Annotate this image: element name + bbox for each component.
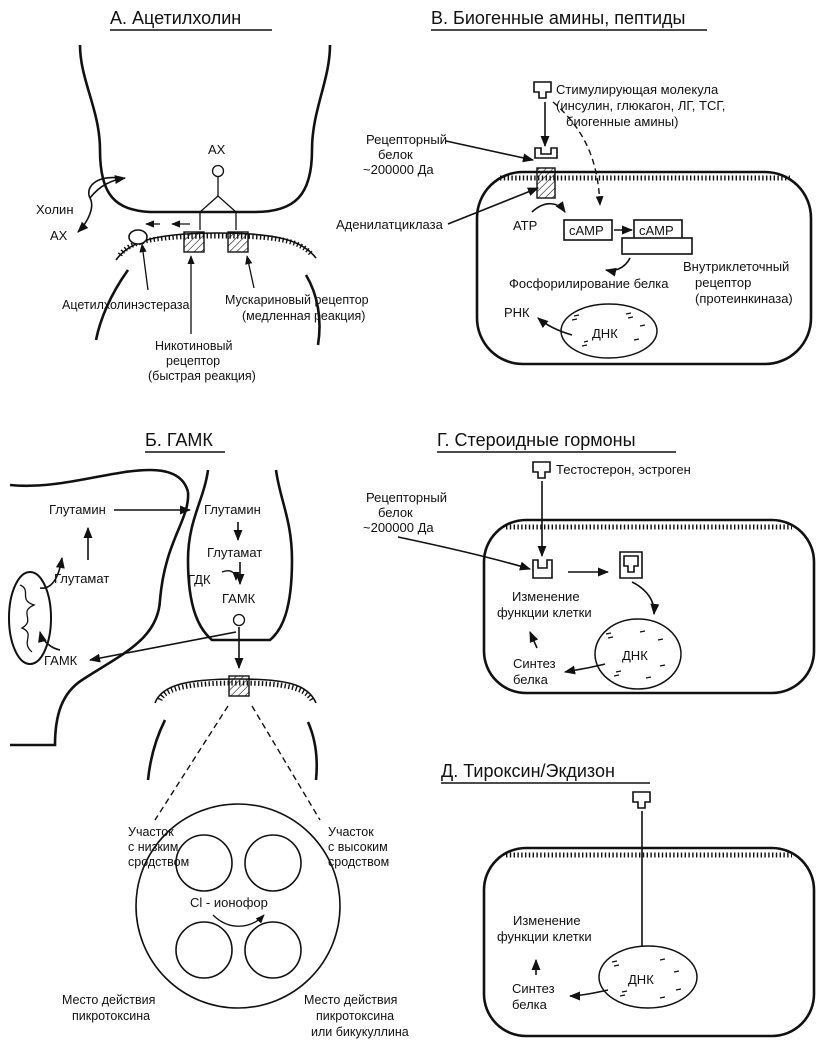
- synth-g-label-1: Синтез: [513, 656, 556, 671]
- gaba-receptor: [228, 675, 250, 697]
- change-g-label-1: Изменение: [512, 589, 580, 604]
- nicotinic-label-1: Никотиновый: [155, 339, 232, 353]
- gaba-right-label: ГАМК: [222, 591, 256, 606]
- intra-label-3: (протеинкиназа): [695, 291, 793, 306]
- panel-g: Г. Стероидные гормоны Тестостерон, эстро…: [363, 430, 816, 695]
- dna-v-label: ДНК: [592, 326, 618, 341]
- cell-g: [482, 518, 816, 695]
- ach-vesicle-label: АХ: [208, 142, 226, 157]
- panel-b: Б. ГАМК Глутамин Глутамин Глутамат Глута…: [8, 430, 409, 1039]
- panel-v-title: В. Биогенные амины, пептиды: [431, 8, 685, 28]
- camp-label-1: cAMP: [569, 223, 604, 238]
- low-affinity-label-2: с низким: [128, 840, 178, 854]
- synth-d-label-1: Синтез: [512, 981, 555, 996]
- low-affinity-site: [175, 834, 233, 892]
- panel-v: В. Биогенные амины, пептиды Стимулирующа…: [336, 8, 813, 366]
- receptor-v-label-3: ~200000 Да: [363, 162, 434, 177]
- phosph-label: Фосфорилирование белка: [509, 276, 669, 291]
- gdk-label: ГДК: [188, 572, 211, 587]
- muscarinic-label-2: (медленная реакция): [242, 309, 365, 323]
- intra-label-1: Внутриклеточный: [683, 259, 789, 274]
- steroid-molecule-icon: [532, 461, 551, 479]
- picrotoxin-label-2: пикротоксина: [72, 1009, 150, 1023]
- panel-a: А. Ацетилхолин АХ Холин АХ Ацетилхолинэс…: [36, 8, 369, 383]
- bicuculline-label-3: или бикукуллина: [311, 1025, 409, 1039]
- nucleus-d: [598, 945, 698, 1009]
- glutamate-right-label: Глутамат: [207, 545, 262, 560]
- picrotoxin-label-1: Место действия: [62, 993, 155, 1007]
- muscarinic-receptor: [227, 231, 249, 253]
- receptor-v-label-1: Рецепторный: [366, 132, 447, 147]
- rna-label: РНК: [504, 305, 530, 320]
- nicotinic-label-3: (быстрая реакция): [148, 369, 256, 383]
- camp-box-1: [563, 219, 613, 241]
- panel-b-title: Б. ГАМК: [145, 430, 213, 450]
- ionophore-label: Cl - ионофор: [190, 895, 268, 910]
- gaba-left-label: ГАМК: [44, 653, 78, 668]
- panel-d: Д. Тироксин/Экдизон Изменение функции кл…: [441, 761, 816, 1038]
- cell-v: [475, 170, 813, 366]
- stim-label-1: Стимулирующая молекула: [556, 82, 719, 97]
- receptor-g-label-2: белок: [378, 505, 413, 520]
- panel-a-title: А. Ацетилхолин: [110, 8, 241, 28]
- dna-g-label: ДНК: [622, 648, 648, 663]
- acetylcholinesterase-label: Ацетилхолинэстераза: [62, 298, 190, 312]
- low-affinity-label-3: сродством: [128, 855, 189, 869]
- adenylate-label: Аденилатциклаза: [336, 217, 444, 232]
- camp-label-2: cAMP: [639, 223, 674, 238]
- bicuculline-label-2: пикротоксина: [316, 1009, 394, 1023]
- receptor-g-label-1: Рецепторный: [366, 490, 447, 505]
- thyroxine-molecule-icon: [632, 791, 651, 809]
- glutamine-right-label: Глутамин: [204, 502, 261, 517]
- gaba-vesicle: [232, 613, 246, 627]
- receptor-g-bound: [619, 551, 643, 579]
- glial-cell: [9, 468, 190, 493]
- glutamate-left-label: Глутамат: [54, 571, 109, 586]
- nicotinic-receptor: [183, 231, 205, 253]
- presynaptic-terminal: [78, 44, 332, 214]
- bicuculline-label-1: Место действия: [304, 993, 397, 1007]
- change-d-label-2: функции клетки: [497, 929, 592, 944]
- acetylcholinesterase-enzyme: [128, 229, 148, 245]
- ach-vesicle: [211, 164, 225, 178]
- intra-label-2: рецептор: [695, 275, 751, 290]
- synth-d-label-2: белка: [512, 997, 548, 1012]
- synth-g-label-2: белка: [513, 672, 549, 687]
- muscarinic-label-1: Мускариновый рецептор: [225, 293, 369, 307]
- nicotinic-label-2: рецептор: [166, 354, 220, 368]
- stim-label-3: биогенные амины): [566, 114, 678, 129]
- stim-label-2: (инсулин, глюкагон, ЛГ, ТСГ,: [556, 98, 725, 113]
- gaba-receptor-complex: [135, 803, 341, 1009]
- receptor-protein-v: [536, 167, 556, 199]
- high-affinity-site: [244, 834, 302, 892]
- high-affinity-label-1: Участок: [328, 825, 374, 839]
- choline-arrow: [77, 176, 121, 233]
- picrotoxin-site: [175, 921, 233, 979]
- stimulating-molecule-icon: [533, 81, 552, 99]
- protein-kinase-box: [621, 237, 693, 255]
- dna-d-label: ДНК: [628, 972, 654, 987]
- panel-d-title: Д. Тироксин/Экдизон: [441, 761, 615, 781]
- receptor-v-label-2: белок: [378, 147, 413, 162]
- bicuculline-site: [244, 921, 302, 979]
- choline-label: Холин: [36, 202, 74, 217]
- panel-g-title: Г. Стероидные гормоны: [437, 430, 636, 450]
- cell-d: [482, 846, 816, 1038]
- receptor-g-empty: [532, 559, 553, 579]
- atp-label: АТР: [513, 218, 537, 233]
- high-affinity-label-3: сродством: [328, 855, 389, 869]
- ach-left-label: АХ: [50, 228, 68, 243]
- hormones-label: Тестостерон, эстроген: [556, 462, 691, 477]
- change-g-label-2: функции клетки: [497, 605, 592, 620]
- receptor-g-label-3: ~200000 Да: [363, 520, 434, 535]
- glutamine-left-label: Глутамин: [49, 502, 106, 517]
- high-affinity-label-2: с высоким: [328, 840, 388, 854]
- gaba-terminal: [186, 469, 294, 642]
- low-affinity-label-1: Участок: [128, 825, 174, 839]
- change-d-label-1: Изменение: [513, 913, 581, 928]
